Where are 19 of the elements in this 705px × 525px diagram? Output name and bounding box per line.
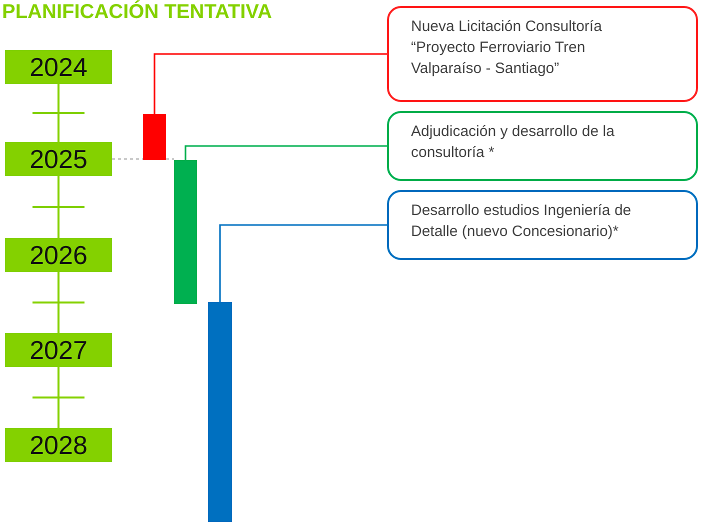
timeline-connector <box>32 366 86 429</box>
timeline-connector <box>32 175 86 239</box>
leader-line <box>154 53 387 114</box>
leader-line <box>184 145 387 160</box>
callout-box: Adjudicación y desarrollo de la consultoría * <box>387 111 698 181</box>
year-box: 2027 <box>5 333 112 367</box>
year-box: 2028 <box>5 428 112 462</box>
callout-box: Nueva Licitación Consultoría “Proyecto Ferroviario Tren Valparaíso - Santiago” <box>387 6 698 102</box>
gantt-bar <box>143 114 166 160</box>
year-box: 2024 <box>5 50 112 84</box>
gantt-bar <box>208 302 232 522</box>
gantt-bar <box>174 160 197 304</box>
callout-box: Desarrollo estudios Ingeniería de Detalle (nuevo Concesionario)* <box>387 190 698 260</box>
timeline-connector <box>32 271 86 334</box>
year-box: 2026 <box>5 238 112 272</box>
leader-line <box>219 224 387 302</box>
diagram-title: PLANIFICACIÓN TENTATIVA <box>2 1 272 23</box>
timeline-connector <box>32 83 86 143</box>
year-box: 2025 <box>5 142 112 176</box>
